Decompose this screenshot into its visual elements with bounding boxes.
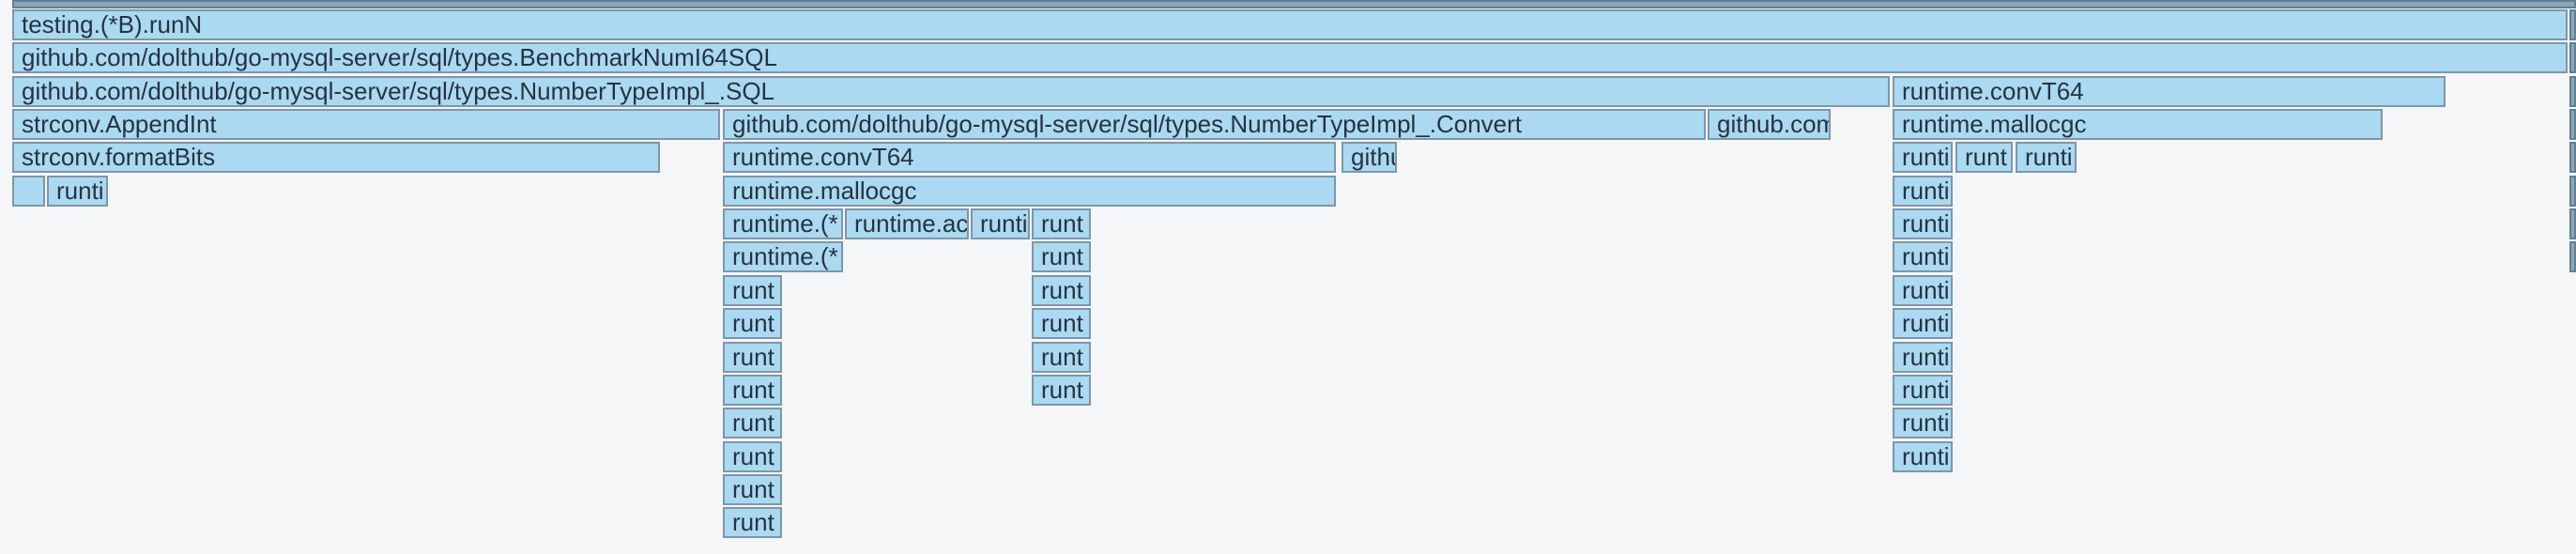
flame-bar-label: runti: [1902, 276, 1950, 304]
flame-bar[interactable]: github.com: [1708, 109, 1831, 140]
flame-bar[interactable]: runti: [47, 176, 108, 207]
flame-bar[interactable]: runti: [1893, 441, 1953, 472]
flame-bar-overflow[interactable]: [2569, 109, 2576, 140]
flame-bar-overflow[interactable]: [2569, 142, 2576, 173]
flame-bar[interactable]: runt: [1955, 142, 2013, 173]
flame-bar[interactable]: runti: [1893, 308, 1953, 339]
flame-bar[interactable]: runt: [723, 275, 782, 306]
flame-bar-label: runtime.ac: [854, 209, 969, 238]
flame-bar-label: runti: [1902, 209, 1950, 238]
flame-bar[interactable]: runt: [723, 441, 782, 472]
flame-bar[interactable]: runt: [1032, 208, 1091, 239]
flame-bar[interactable]: github.com/dolthub/go-mysql-server/sql/t…: [12, 42, 2568, 73]
flame-bar[interactable]: runti: [1893, 241, 1953, 272]
flame-bar-label: runti: [1902, 143, 1950, 171]
flame-bar-label: runt: [1041, 276, 1083, 304]
flame-bar[interactable]: strconv.formatBits: [12, 142, 660, 173]
flame-bar[interactable]: runt: [1032, 275, 1091, 306]
flame-bar[interactable]: runti: [1893, 176, 1953, 207]
flame-bar[interactable]: runti: [971, 208, 1030, 239]
flame-bar-label: runt: [732, 508, 774, 536]
flame-bar[interactable]: runtime.convT64: [723, 142, 1336, 173]
flame-bar-label: runt: [732, 276, 774, 304]
flame-bar-label: github.com/dolthub/go-mysql-server/sql/t…: [732, 110, 1523, 138]
flame-bar[interactable]: runti: [1893, 375, 1953, 406]
flame-bar[interactable]: runt: [723, 507, 782, 538]
flame-bar-label: runt: [1965, 143, 2007, 171]
flame-bar[interactable]: runtime.(*: [723, 241, 843, 272]
flame-bar[interactable]: runtime.ac: [845, 208, 969, 239]
flame-bar[interactable]: runti: [1893, 342, 1953, 373]
flame-bar-overflow[interactable]: [2569, 241, 2576, 272]
flame-bar-label: runti: [2025, 143, 2073, 171]
flame-bar[interactable]: runt: [723, 308, 782, 339]
flame-bar-label: runti: [1902, 309, 1950, 337]
flame-bar-overflow[interactable]: [2569, 9, 2576, 40]
flame-bar[interactable]: runti: [1893, 142, 1953, 173]
flame-bar[interactable]: runt: [723, 375, 782, 406]
flame-bar-label: github.com: [1717, 110, 1831, 138]
flame-bar[interactable]: github.com/dolthub/go-mysql-server/sql/t…: [12, 76, 1890, 107]
flame-bar[interactable]: runti: [1893, 208, 1953, 239]
flame-bar[interactable]: runt: [1032, 342, 1091, 373]
flame-bar[interactable]: runt: [723, 474, 782, 505]
flame-bar[interactable]: runti: [1893, 408, 1953, 439]
flame-bar-overflow[interactable]: [2569, 208, 2576, 239]
flame-bar-label: runt: [732, 475, 774, 503]
flame-bar-label: github: [1351, 143, 1395, 171]
flame-bar[interactable]: runt: [723, 408, 782, 439]
flame-bar-label: runtime.mallocgc: [732, 177, 917, 205]
flame-bar-overflow[interactable]: [2569, 76, 2576, 107]
flame-bar-label: runti: [1902, 376, 1950, 404]
flame-bar-label: runt: [1041, 309, 1083, 337]
flame-bar[interactable]: runti: [2016, 142, 2077, 173]
flame-bar-label: runti: [1902, 442, 1950, 470]
flame-bar[interactable]: strconv.AppendInt: [12, 109, 720, 140]
flame-bar-label: runti: [1902, 408, 1950, 437]
flame-bar-overflow[interactable]: [2569, 42, 2576, 73]
flame-bar-label: runti: [1902, 242, 1950, 270]
flame-bar-overflow[interactable]: [12, 0, 2576, 8]
flame-bar[interactable]: github: [1342, 142, 1397, 173]
flame-bar[interactable]: runt: [1032, 241, 1091, 272]
flame-bar[interactable]: testing.(*B).runN: [12, 9, 2568, 40]
flame-bar-label: runtime.mallocgc: [1902, 110, 2087, 138]
flame-bar-label: runt: [732, 376, 774, 404]
flame-bar-label: runtime.convT64: [1902, 77, 2084, 105]
flame-bar-label: github.com/dolthub/go-mysql-server/sql/t…: [22, 43, 777, 71]
flame-bar[interactable]: runtime.convT64: [1893, 76, 2446, 107]
flame-bar-label: runti: [1902, 343, 1950, 371]
flame-bar[interactable]: runti: [1893, 275, 1953, 306]
flame-bar-overflow[interactable]: [2569, 176, 2576, 207]
flame-bar-label: strconv.formatBits: [22, 143, 216, 171]
flame-bar-label: runt: [732, 442, 774, 470]
flame-bar-label: github.com/dolthub/go-mysql-server/sql/t…: [22, 77, 775, 105]
flame-bar-label: testing.(*B).runN: [22, 10, 203, 38]
flame-bar[interactable]: github.com/dolthub/go-mysql-server/sql/t…: [723, 109, 1706, 140]
flame-bar-label: strconv.AppendInt: [22, 110, 217, 138]
flame-bar-label: runt: [1041, 242, 1083, 270]
flame-bar-label: runt: [1041, 376, 1083, 404]
flame-bar[interactable]: runtime.mallocgc: [1893, 109, 2383, 140]
flame-bar-label: runt: [1041, 209, 1083, 238]
flame-bar[interactable]: runtime.(*: [723, 208, 843, 239]
flame-bar[interactable]: [12, 176, 45, 207]
flame-bar[interactable]: runt: [1032, 375, 1091, 406]
flame-bar[interactable]: runt: [723, 342, 782, 373]
flame-bar-label: runt: [732, 309, 774, 337]
flame-bar[interactable]: runt: [1032, 308, 1091, 339]
flame-bar-label: runt: [1041, 343, 1083, 371]
flame-bar-label: runtime.(*: [732, 209, 838, 238]
flame-bar-label: runt: [732, 343, 774, 371]
flame-bar-label: runti: [1902, 177, 1950, 205]
flame-bar-label: runti: [980, 209, 1028, 238]
flame-bar-label: runti: [56, 177, 104, 205]
flame-bar-label: runt: [732, 408, 774, 437]
flame-bar-label: runtime.(*: [732, 242, 838, 270]
flame-bar[interactable]: runtime.mallocgc: [723, 176, 1336, 207]
flame-bar-label: runtime.convT64: [732, 143, 914, 171]
